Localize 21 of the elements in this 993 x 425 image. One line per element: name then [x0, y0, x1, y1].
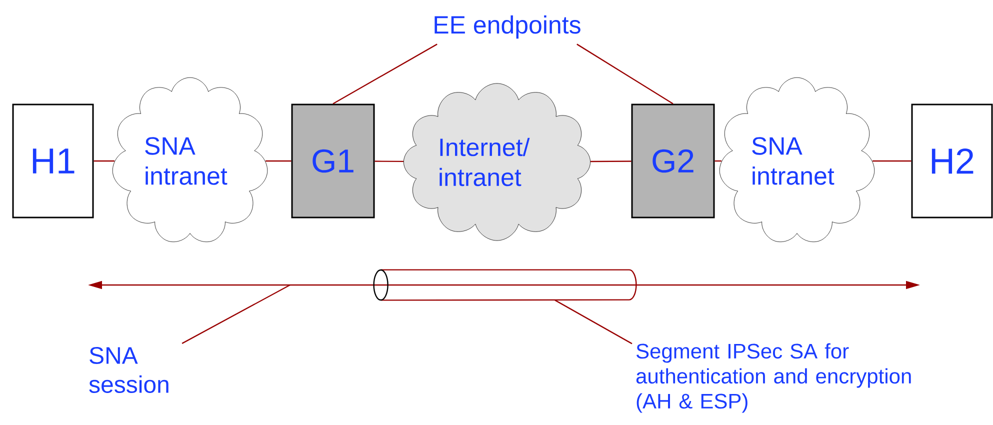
gateway-box: G2 [631, 104, 715, 218]
host-box: H2 [911, 104, 993, 218]
network-cloud: SNA intranet [112, 77, 268, 242]
connector-line [590, 160, 632, 162]
leader-line [554, 300, 632, 344]
leader-line [182, 284, 290, 344]
connector-line [714, 160, 722, 162]
tunnel-cylinder [373, 269, 637, 301]
connector-line [872, 160, 912, 162]
network-cloud: Internet/ intranet [403, 83, 591, 241]
gateway-box: G1 [291, 104, 375, 218]
host-box: H1 [12, 104, 94, 218]
callout-label: SNA session [89, 347, 168, 393]
callout-label: Segment IPSec SA for authentication and encryption (AH & ESP) [636, 343, 911, 413]
network-cloud: SNA intranet [719, 77, 875, 242]
connector-line [94, 160, 114, 162]
callout-label: EE endpoints [434, 15, 580, 39]
leader-line [332, 44, 438, 104]
connector-line [374, 160, 404, 162]
leader-line [576, 44, 674, 104]
connector-line [266, 160, 292, 162]
